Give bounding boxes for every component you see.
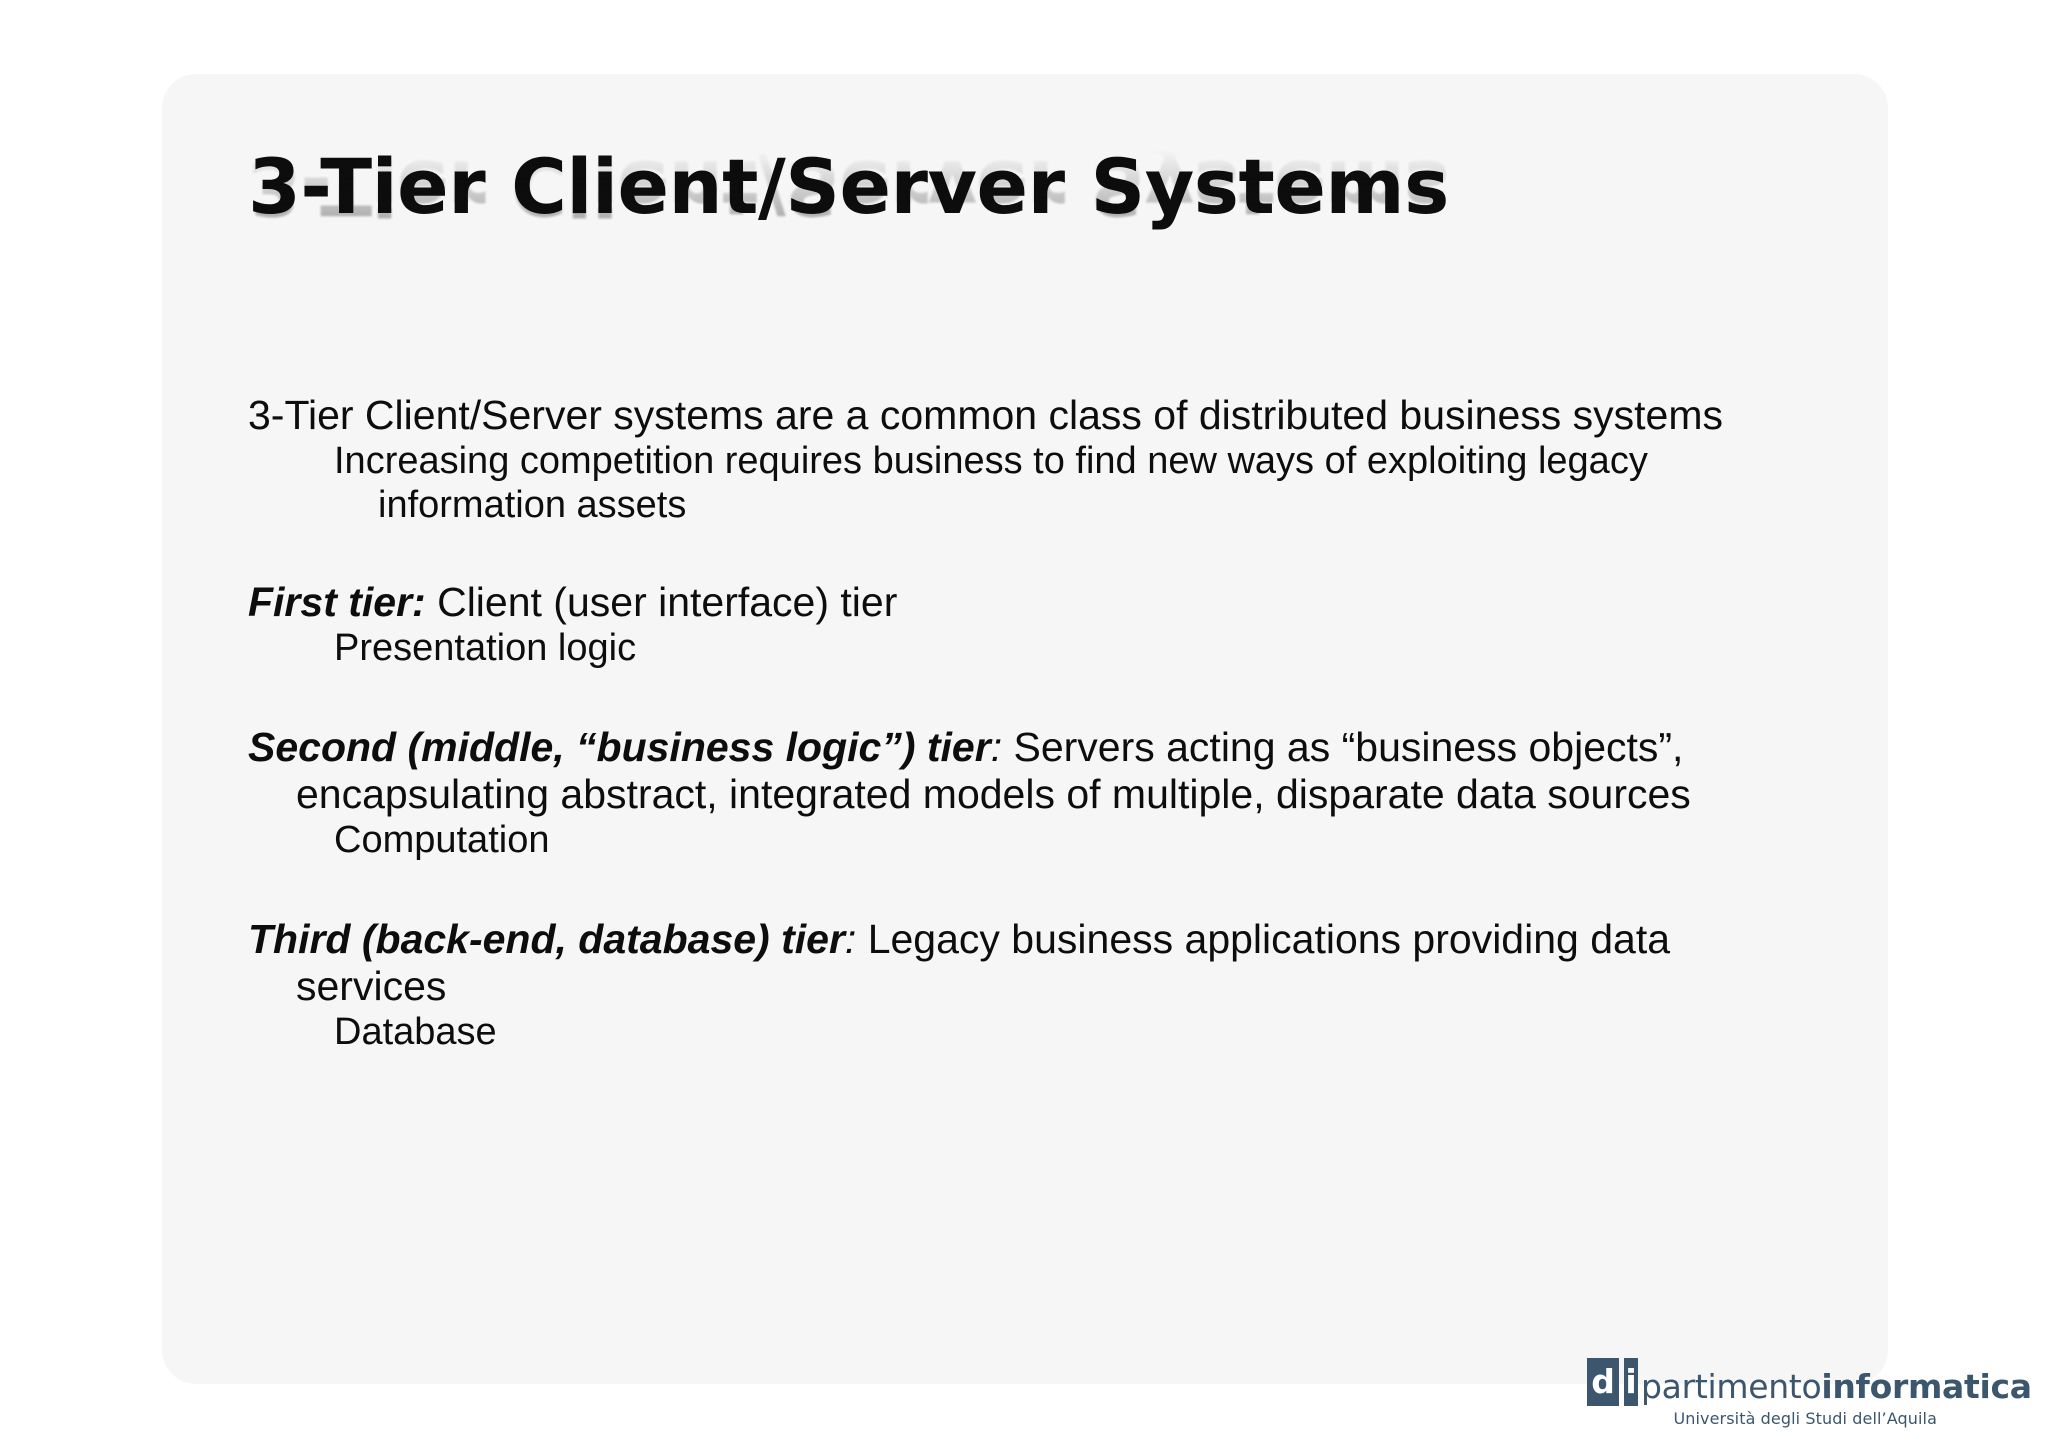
- first-tier-sub-text: Presentation logic: [334, 627, 637, 669]
- spacer: [248, 862, 1828, 916]
- second-tier-colon: :: [990, 724, 1003, 770]
- logo-letter-i-icon: i: [1624, 1358, 1638, 1406]
- bullet-intro-level2-text: Increasing competition requires business…: [334, 440, 1648, 526]
- bullet-first-tier: First tier: Client (user interface) tier: [248, 579, 1828, 626]
- second-tier-sub-text: Computation: [334, 819, 550, 861]
- first-tier-text: Client (user interface) tier: [425, 579, 898, 625]
- logo-word-informatica: informatica: [1821, 1367, 2032, 1406]
- spacer: [248, 670, 1828, 724]
- logo-wordmark-row: d i partimentoinformatica: [1587, 1356, 2032, 1406]
- third-tier-colon: :: [844, 916, 857, 962]
- logo-wordmark: partimentoinformatica: [1641, 1368, 2032, 1406]
- bullet-intro-level2: Increasing competition requires business…: [248, 439, 1828, 527]
- bullet-first-tier-sub: Presentation logic: [248, 626, 1828, 670]
- second-tier-label: Second (middle, “business logic”) tier: [248, 724, 991, 770]
- second-tier-text: Servers acting as “business objects”, en…: [296, 724, 1691, 817]
- bullet-second-tier: Second (middle, “business logic”) tier: …: [248, 724, 1828, 818]
- first-tier-label: First tier:: [248, 579, 426, 625]
- logo-letter-d-icon: d: [1587, 1358, 1619, 1406]
- slide-card: 3-Tier Client/Server Systems 3-Tier Clie…: [162, 74, 2032, 1428]
- logo-mark: d i: [1587, 1358, 1638, 1406]
- page-title: 3-Tier Client/Server Systems: [248, 142, 1449, 231]
- bullet-second-tier-sub: Computation: [248, 818, 1828, 862]
- bullet-intro-level1-text: 3-Tier Client/Server systems are a commo…: [248, 392, 1723, 438]
- bullet-third-tier-sub: Database: [248, 1010, 1828, 1054]
- bullet-third-tier: Third (back-end, database) tier: Legacy …: [248, 916, 1828, 1010]
- third-tier-text: Legacy business applications providing d…: [296, 916, 1671, 1009]
- slide-body: 3-Tier Client/Server systems are a commo…: [248, 392, 1828, 1054]
- logo-word-partimento: partimento: [1641, 1367, 1822, 1406]
- bullet-intro-level1: 3-Tier Client/Server systems are a commo…: [248, 392, 1828, 439]
- third-tier-label: Third (back-end, database) tier: [248, 916, 845, 962]
- department-logo: d i partimentoinformatica Università deg…: [1587, 1356, 2032, 1434]
- title-block: 3-Tier Client/Server Systems 3-Tier Clie…: [248, 142, 1788, 324]
- spacer: [248, 527, 1828, 579]
- logo-subtitle: Università degli Studi dell’Aquila: [1673, 1409, 1937, 1428]
- third-tier-sub-text: Database: [334, 1011, 497, 1053]
